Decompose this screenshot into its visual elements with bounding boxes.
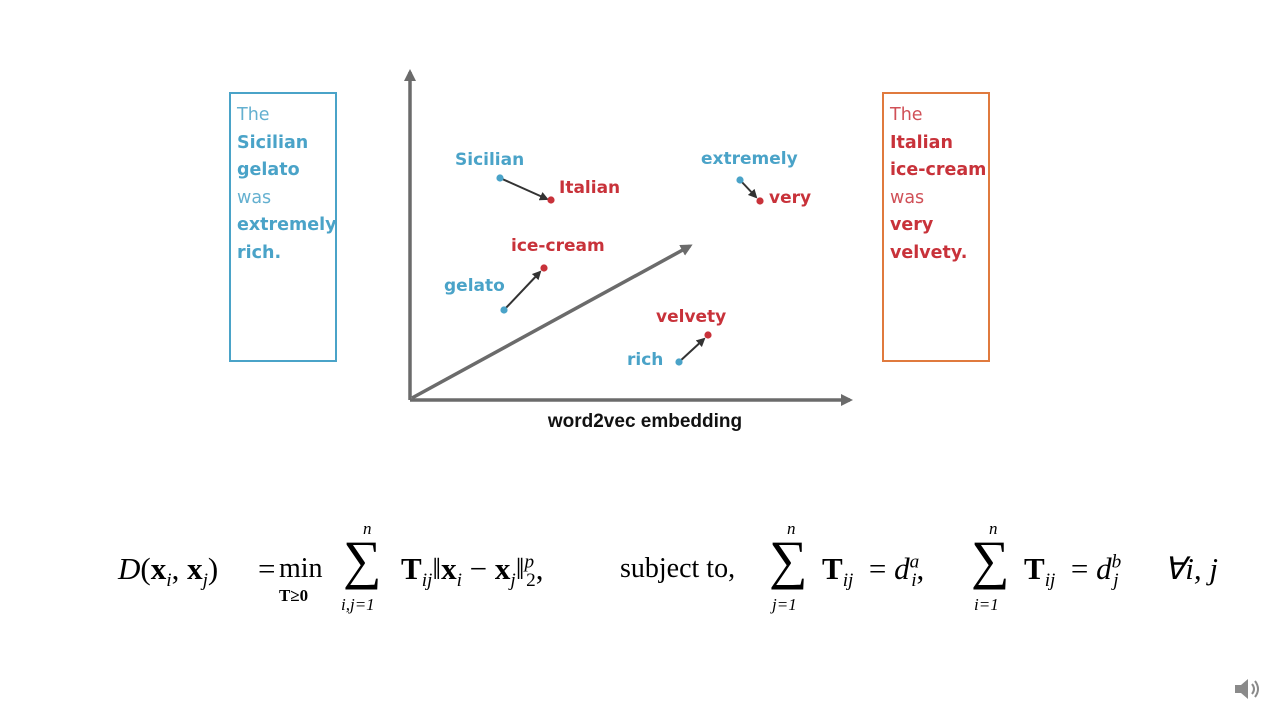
- sum1-bottom: i,j=1: [341, 595, 375, 614]
- word-label-rich: rich: [627, 350, 663, 370]
- sum2-symbol: ∑: [769, 530, 808, 590]
- sum3-bottom: i=1: [974, 595, 999, 614]
- sum3-symbol: ∑: [971, 530, 1010, 590]
- word-point-red: [540, 264, 548, 272]
- right-sentence-box: The Italian ice-cream was very velvety.: [882, 92, 990, 362]
- sum2-top: n: [787, 519, 796, 538]
- sum2-bottom: j=1: [772, 595, 797, 614]
- axis-caption: word2vec embedding: [547, 411, 743, 432]
- right-word: Italian: [890, 132, 953, 153]
- left-word: Sicilian: [237, 132, 309, 153]
- word-label-gelato: gelato: [444, 276, 505, 296]
- pair-arrow: [499, 177, 549, 201]
- right-word: very: [890, 215, 934, 235]
- sum1-top: n: [363, 519, 372, 538]
- right-word: The: [890, 105, 923, 125]
- formula-min: min: [279, 553, 323, 584]
- formula-d: D: [118, 551, 141, 586]
- word-label-velvety: velvety: [656, 307, 726, 327]
- word-point-blue: [675, 358, 683, 366]
- right-word: was: [890, 187, 925, 208]
- pair-arrow: [503, 270, 542, 311]
- word-point-blue: [736, 176, 744, 184]
- left-sentence-box: The Sicilian gelato was extremely rich.: [229, 92, 337, 362]
- word-point-red: [704, 331, 712, 339]
- left-word: The: [237, 105, 270, 125]
- formula-forall: ∀i, j: [1164, 551, 1218, 586]
- formula-constraint-b: Tij = dbj: [1024, 551, 1122, 592]
- sum1-symbol: ∑: [343, 530, 382, 590]
- pair-arrow: [678, 337, 706, 363]
- right-word: ice-cream: [890, 160, 987, 180]
- formula-term: Tij‖xi − xj‖p2,: [401, 551, 544, 592]
- word-point-red: [756, 197, 764, 205]
- formula-equals: =: [258, 551, 276, 586]
- formula-lhs: D(xi, xj): [118, 551, 219, 592]
- formula-min-sub: T≥0: [279, 586, 309, 605]
- right-word: velvety.: [890, 242, 968, 263]
- left-word: extremely: [237, 215, 337, 235]
- word-label-sicilian: Sicilian: [455, 150, 524, 170]
- speaker-icon[interactable]: [1232, 674, 1264, 704]
- left-word: rich.: [237, 242, 282, 263]
- word-label-very: very: [769, 188, 811, 208]
- sum3-top: n: [989, 519, 998, 538]
- translation-arrow: [411, 244, 693, 400]
- formula-subject-to: subject to,: [620, 553, 736, 584]
- wmd-formula: D(xi, xj) = min T≥0 n ∑ i,j=1 Tij‖xi − x…: [112, 515, 1222, 625]
- left-word: was: [237, 187, 272, 208]
- word-label-italian: Italian: [559, 178, 620, 198]
- word-point-blue: [496, 174, 504, 182]
- formula-constraint-a: Tij = dai,: [822, 551, 925, 592]
- word-label-extremely: extremely: [701, 149, 798, 169]
- word-point-red: [547, 196, 555, 204]
- pair-arrow: [739, 179, 758, 199]
- word-label-ice-cream: ice-cream: [511, 236, 605, 256]
- left-word: gelato: [237, 160, 300, 180]
- word-point-blue: [500, 306, 508, 314]
